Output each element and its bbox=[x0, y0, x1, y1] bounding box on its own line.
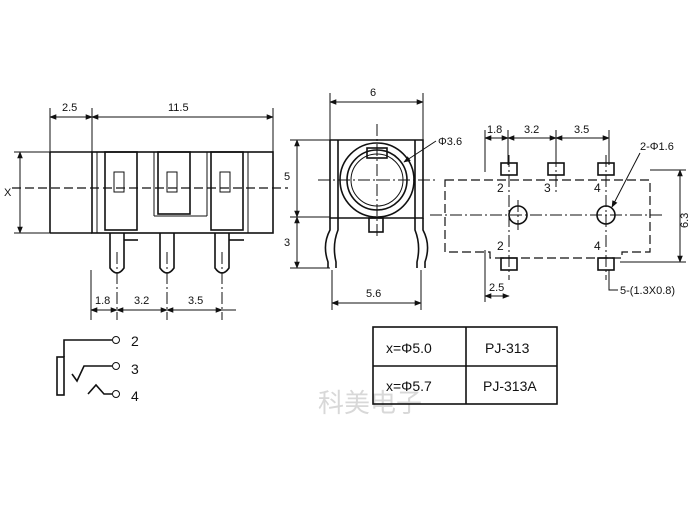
pcb-footprint: 1.8 3.2 3.5 2 3 4 2-Φ1.6 2 4 6.3 bbox=[430, 124, 691, 302]
schematic-pin-3: 3 bbox=[131, 361, 139, 377]
front-view: 6 Φ3.6 5 3 5.6 bbox=[284, 87, 462, 310]
dim-pcb-3-5: 3.5 bbox=[574, 124, 589, 136]
dim-pcb-holes: 2-Φ1.6 bbox=[640, 141, 674, 153]
dim-front-3: 3 bbox=[284, 237, 290, 249]
dim-pcb-pads: 5-(1.3X0.8) bbox=[620, 285, 675, 297]
dim-side-1-8: 1.8 bbox=[95, 295, 110, 307]
schematic-pin-2: 2 bbox=[131, 333, 139, 349]
table-row-1-model: PJ-313 bbox=[485, 340, 530, 356]
dim-side-3-2: 3.2 bbox=[134, 295, 149, 307]
dim-side-2-5: 2.5 bbox=[62, 102, 77, 114]
pcb-pin-2-bottom: 2 bbox=[497, 239, 504, 253]
side-view: 2.5 11.5 X bbox=[4, 102, 288, 320]
dim-side-x: X bbox=[4, 187, 12, 199]
table-row-2-model: PJ-313A bbox=[483, 378, 537, 394]
schematic-pin-4: 4 bbox=[131, 388, 139, 404]
dim-front-5-6: 5.6 bbox=[366, 288, 381, 300]
table-row-2-spec: x=Φ5.7 bbox=[386, 378, 432, 394]
schematic: 2 3 4 bbox=[56, 333, 139, 404]
model-table: x=Φ5.0 PJ-313 x=Φ5.7 PJ-313A bbox=[372, 326, 558, 405]
dim-pcb-3-2: 3.2 bbox=[524, 124, 539, 136]
dim-pcb-1-8: 1.8 bbox=[487, 124, 502, 136]
pcb-pin-3-top: 3 bbox=[544, 181, 551, 195]
dim-side-11-5: 11.5 bbox=[168, 102, 189, 114]
dim-front-5: 5 bbox=[284, 171, 290, 183]
dim-side-3-5: 3.5 bbox=[188, 295, 203, 307]
dim-pcb-6-3: 6.3 bbox=[679, 213, 691, 228]
pcb-pin-2-top: 2 bbox=[497, 181, 504, 195]
pcb-pin-4-bottom: 4 bbox=[594, 239, 601, 253]
dim-pcb-2-5: 2.5 bbox=[489, 282, 504, 294]
table-row-1-spec: x=Φ5.0 bbox=[386, 340, 432, 356]
dim-front-6: 6 bbox=[370, 87, 376, 99]
dim-front-bore: Φ3.6 bbox=[438, 136, 462, 148]
pcb-pin-4-top: 4 bbox=[594, 181, 601, 195]
